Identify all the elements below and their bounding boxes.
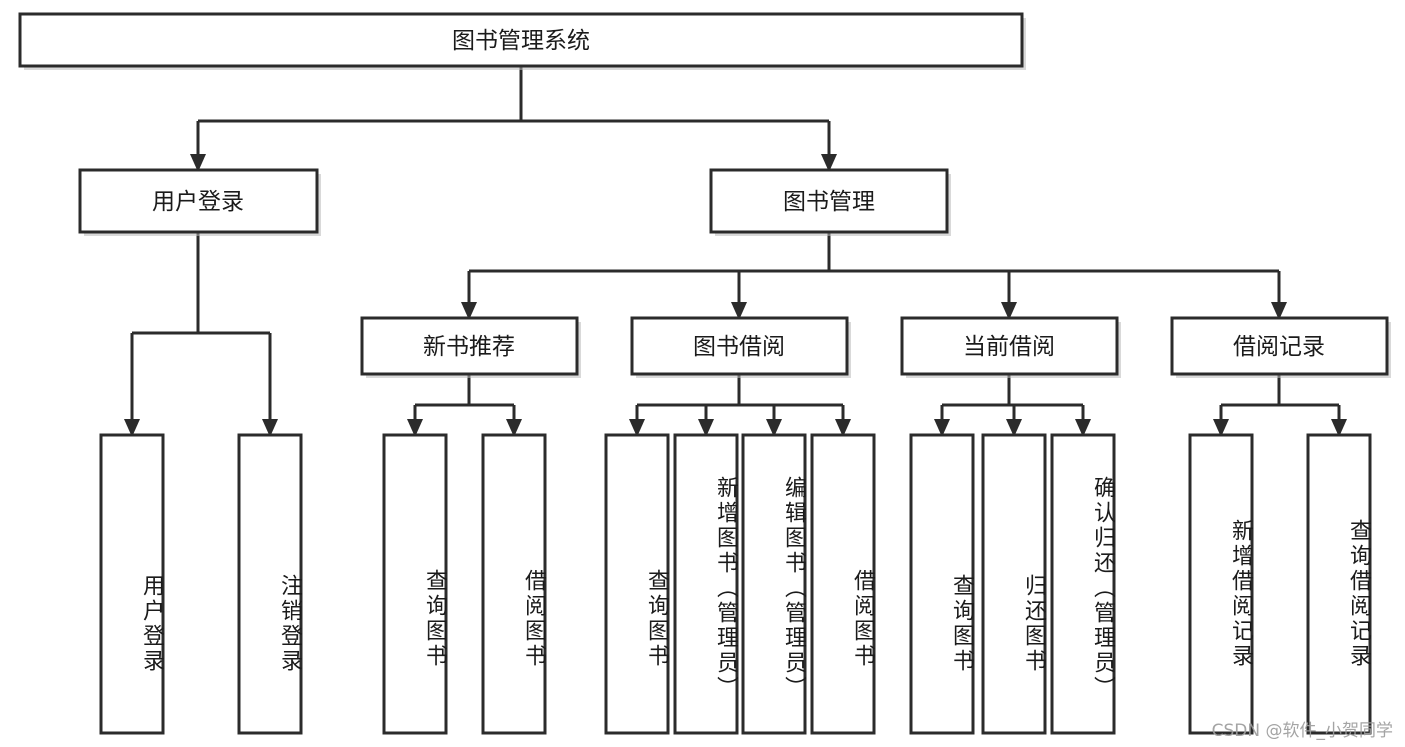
leaf-box-borrow-book[interactable] <box>810 433 876 735</box>
leaf-box-confirm-return-admin[interactable] <box>1050 433 1116 735</box>
leaf-box-user-logout[interactable] <box>237 433 303 735</box>
connector-layer <box>124 66 1347 437</box>
leaf-box-query-borrow-record[interactable] <box>1306 433 1372 735</box>
node-user-login-label: 用户登录 <box>152 189 244 215</box>
node-book-management-label: 图书管理 <box>783 189 875 215</box>
leaf-box-borrow-book-recommend[interactable] <box>481 433 547 735</box>
node-new-book-recommend[interactable]: 新书推荐 <box>360 316 581 378</box>
node-borrow-record[interactable]: 借阅记录 <box>1170 316 1391 378</box>
node-book-borrow-label: 图书借阅 <box>693 334 785 360</box>
csdn-watermark: CSDN @软件_小贺同学 <box>1211 721 1393 741</box>
leaf-box-add-borrow-record[interactable] <box>1188 433 1254 735</box>
leaf-box-query-book-recommend[interactable] <box>382 433 448 735</box>
node-book-management[interactable]: 图书管理 <box>709 168 951 236</box>
node-borrow-record-label: 借阅记录 <box>1233 334 1325 360</box>
leaf-box-query-book-borrow[interactable] <box>604 433 670 735</box>
leaf-box-layer <box>99 433 1372 735</box>
leaf-box-user-login[interactable] <box>99 433 165 735</box>
node-current-borrow[interactable]: 当前借阅 <box>900 316 1121 378</box>
leaf-box-query-book-current[interactable] <box>909 433 975 735</box>
node-book-borrow[interactable]: 图书借阅 <box>630 316 851 378</box>
node-root[interactable]: 图书管理系统 <box>18 12 1026 70</box>
node-new-book-recommend-label: 新书推荐 <box>423 334 515 360</box>
node-current-borrow-label: 当前借阅 <box>963 334 1055 360</box>
leaf-box-return-book[interactable] <box>981 433 1047 735</box>
node-user-login[interactable]: 用户登录 <box>78 168 321 236</box>
leaf-box-add-book-admin[interactable] <box>673 433 739 735</box>
node-root-label: 图书管理系统 <box>452 28 590 54</box>
leaf-box-edit-book-admin[interactable] <box>741 433 807 735</box>
